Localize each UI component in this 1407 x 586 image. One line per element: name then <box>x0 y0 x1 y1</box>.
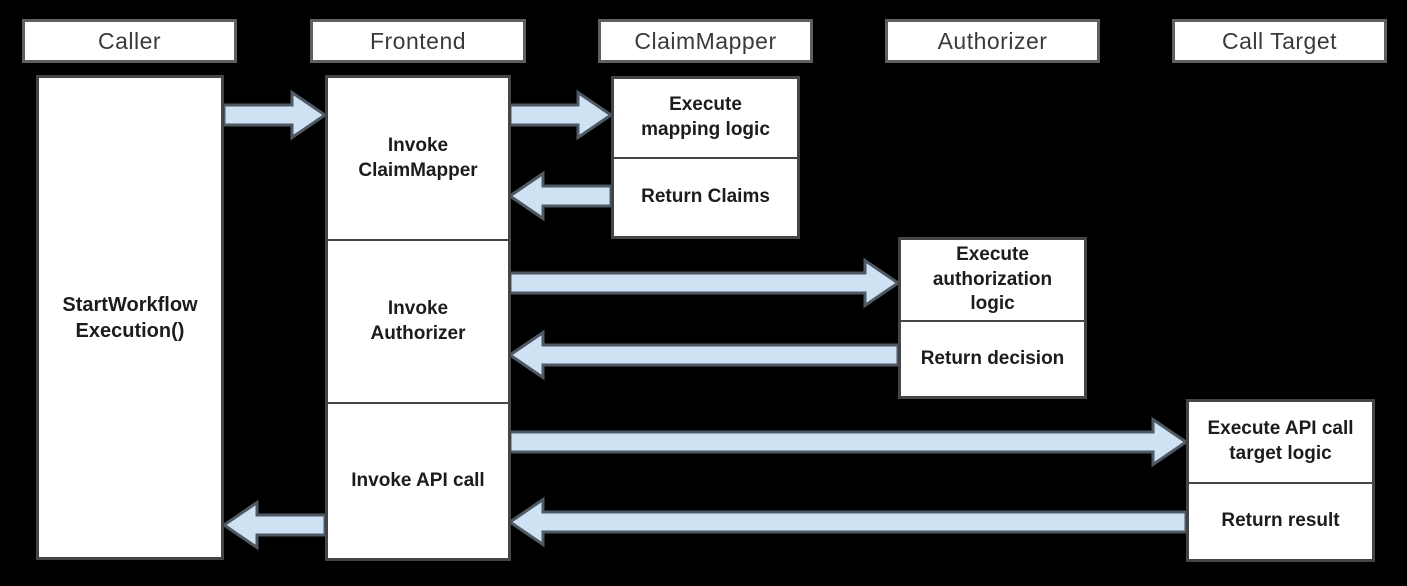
arrow-frontend-to-calltarget <box>508 416 1189 468</box>
cell-invoke-api-call: Invoke API call <box>328 402 508 558</box>
arrow-claimmapper-to-frontend <box>507 170 613 222</box>
cell-label-return-decision: Return decision <box>920 347 1065 369</box>
arrow-frontend-to-caller <box>221 499 327 551</box>
activation-caller: StartWorkflow Execution() <box>36 75 224 560</box>
cell-execute-mapping-logic: Execute mapping logic <box>614 79 797 157</box>
cell-label-invoke-authorizer: Invoke Authorizer <box>370 297 466 344</box>
cell-startworkflowexecution: StartWorkflow Execution() <box>39 78 221 557</box>
activation-authorizer: Execute authorization logic Return decis… <box>898 237 1087 399</box>
arrow-frontend-to-claimmapper <box>508 89 614 141</box>
cell-execute-api-call-target-logic: Execute API call target logic <box>1189 402 1372 482</box>
lane-header-frontend: Frontend <box>310 19 526 63</box>
cell-return-claims: Return Claims <box>614 157 797 236</box>
lane-header-calltarget: Call Target <box>1172 19 1387 63</box>
cell-label-return-result: Return result <box>1221 510 1340 532</box>
lane-header-label-caller: Caller <box>97 27 162 54</box>
activation-calltarget: Execute API call target logic Return res… <box>1186 399 1375 562</box>
arrow-frontend-to-authorizer <box>508 257 901 309</box>
cell-label-invoke-api-call: Invoke API call <box>351 469 485 491</box>
cell-label-execute-api-call-target-logic: Execute API call target logic <box>1207 418 1354 464</box>
cell-label-invoke-claimmapper: Invoke ClaimMapper <box>358 134 478 181</box>
cell-label-execute-mapping-logic: Execute mapping logic <box>641 94 770 140</box>
cell-label-startworkflowexecution: StartWorkflow Execution() <box>62 293 198 342</box>
arrow-caller-to-frontend <box>222 89 328 141</box>
cell-label-execute-authorization-logic: Execute authorization logic <box>932 243 1053 315</box>
cell-invoke-authorizer: Invoke Authorizer <box>328 239 508 402</box>
lane-header-claimmapper: ClaimMapper <box>598 19 813 63</box>
cell-label-return-claims: Return Claims <box>641 186 770 208</box>
cell-return-result: Return result <box>1189 482 1372 559</box>
lane-header-label-authorizer: Authorizer <box>937 27 1048 54</box>
activation-frontend: Invoke ClaimMapper Invoke Authorizer Inv… <box>325 75 511 561</box>
cell-invoke-claimmapper: Invoke ClaimMapper <box>328 78 508 239</box>
cell-execute-authorization-logic: Execute authorization logic <box>901 240 1084 320</box>
lane-header-label-calltarget: Call Target <box>1221 27 1338 54</box>
arrow-authorizer-to-frontend <box>507 329 900 381</box>
activation-claimmapper: Execute mapping logic Return Claims <box>611 76 800 239</box>
lane-header-label-claimmapper: ClaimMapper <box>634 27 777 54</box>
arrow-calltarget-to-frontend <box>507 496 1188 548</box>
lane-header-label-frontend: Frontend <box>369 27 467 54</box>
cell-return-decision: Return decision <box>901 320 1084 396</box>
lane-header-caller: Caller <box>22 19 237 63</box>
lane-header-authorizer: Authorizer <box>885 19 1100 63</box>
